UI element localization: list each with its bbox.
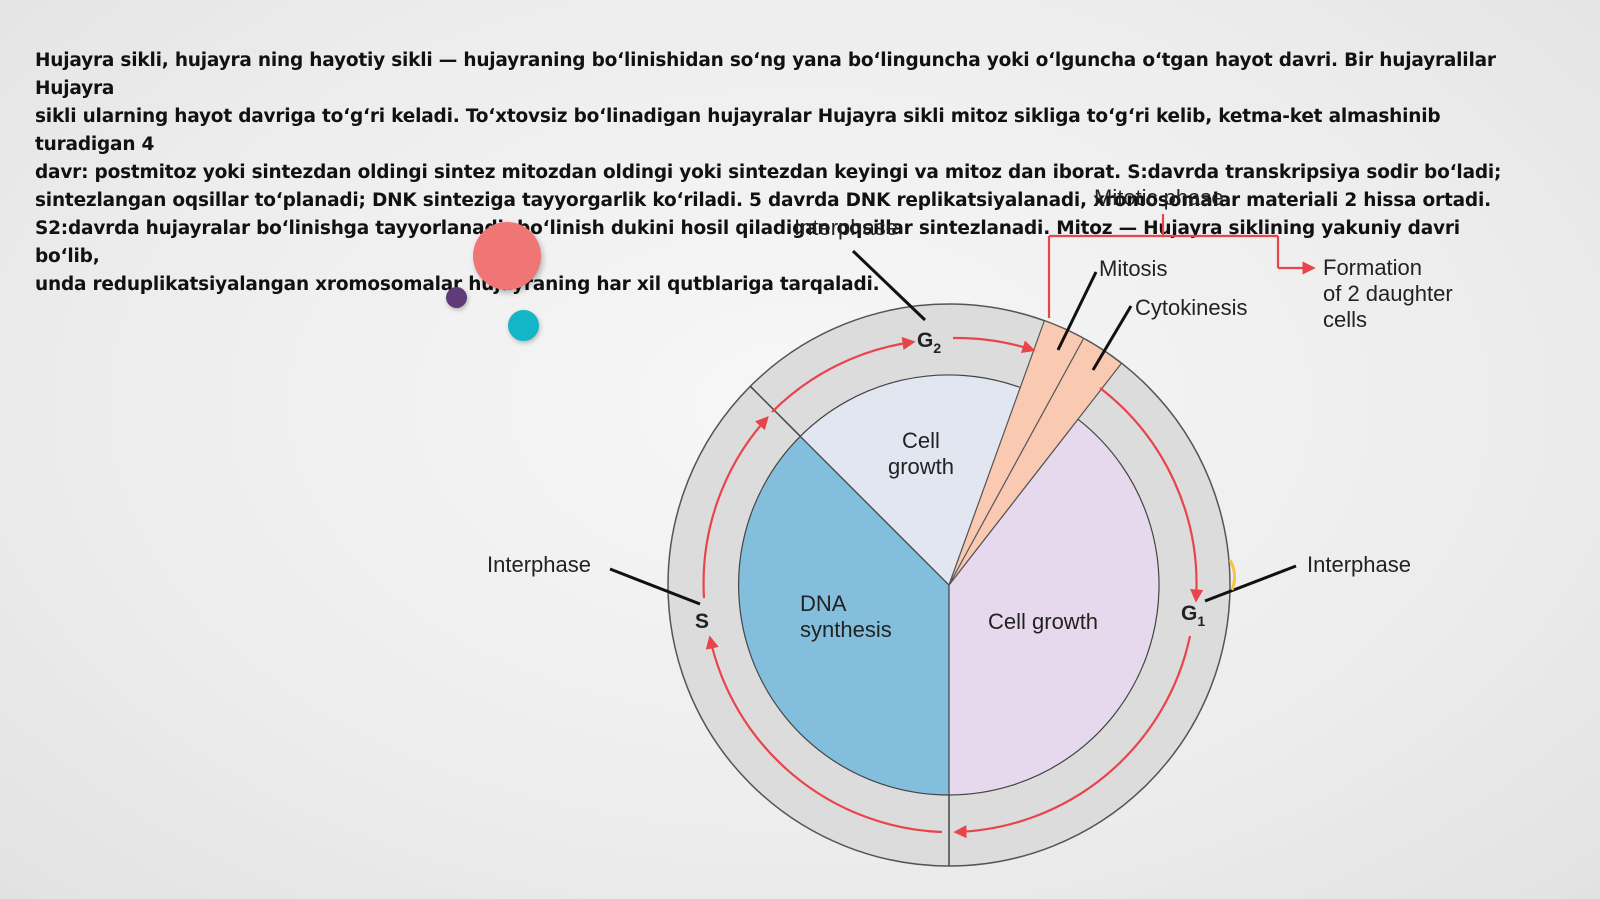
- label-interphase-left: Interphase: [487, 552, 591, 577]
- label-dna-line2: synthesis: [800, 617, 892, 642]
- mitotic-phase-wedge: [948, 319, 1123, 586]
- arrow-s-to-g2: [702, 416, 769, 599]
- mitosis-cytokinesis-divider: [948, 338, 1084, 586]
- arrow-g2-to-mitosis: [952, 336, 1036, 354]
- g2-subscript: 2: [933, 340, 941, 356]
- leader-mitosis: [1056, 271, 1098, 351]
- decorative-red-circle: [473, 222, 541, 290]
- paragraph-line: unda reduplikatsiyalangan xromosomalar h…: [35, 274, 880, 295]
- label-formation-line3: cells: [1323, 307, 1367, 332]
- arrow-to-g1: [1099, 387, 1204, 603]
- label-formation-line1: Formation: [1323, 255, 1422, 280]
- label-g1: G1: [1181, 602, 1205, 629]
- g2-letter: G: [917, 329, 933, 352]
- cycle-arrows: [702, 336, 1204, 839]
- leader-interphase-right: [1204, 564, 1297, 603]
- decorative-purple-circle: [446, 287, 467, 308]
- g1-letter: G: [1181, 602, 1197, 625]
- label-g2: G2: [917, 329, 941, 356]
- label-interphase-top: Interphase: [794, 215, 898, 240]
- paragraph-line: sintezlangan oqsillar toʻplanadi; DNK si…: [35, 190, 1491, 211]
- label-cell-growth-right: Cell growth: [988, 609, 1098, 634]
- arrow-g1-bottom: [953, 635, 1192, 839]
- label-mitotic-phase: Mitotic phase: [1094, 185, 1224, 210]
- label-interphase-right: Interphase: [1307, 552, 1411, 577]
- cell-growth-g1-sector: [948, 418, 1160, 796]
- cell-growth-g2-sector: [799, 374, 1022, 587]
- ring-accent-mark: [1228, 559, 1237, 591]
- label-mitosis: Mitosis: [1099, 256, 1167, 281]
- paragraph-line: S2:davrda hujayralar boʻlinishga tayyorl…: [35, 218, 1460, 267]
- leader-interphase-top: [851, 249, 927, 322]
- label-cytokinesis: Cytokinesis: [1135, 295, 1247, 320]
- s-g2-divider: [749, 385, 801, 437]
- label-cell-growth-top-line1: Cell: [902, 428, 940, 453]
- leader-interphase-left: [609, 567, 701, 606]
- decorative-teal-circle: [508, 310, 539, 341]
- paragraph-line: Hujayra sikli, hujayra ning hayotiy sikl…: [35, 50, 1496, 99]
- paragraph-line: sikli ularning hayot davriga toʻgʻri kel…: [35, 106, 1441, 155]
- slide-paragraph: Hujayra sikli, hujayra ning hayotiy sikl…: [35, 47, 1525, 299]
- arrow-bottom-to-s: [705, 635, 943, 834]
- leader-lines: [609, 249, 1297, 606]
- g1-subscript: 1: [1197, 613, 1205, 629]
- dna-synthesis-sector: [737, 435, 950, 796]
- mitotic-phase-bracket: [1047, 214, 1316, 318]
- label-s: S: [695, 610, 709, 633]
- label-cell-growth-top-line2: growth: [888, 454, 954, 479]
- label-dna-line1: DNA: [800, 591, 847, 616]
- label-formation-line2: of 2 daughter: [1323, 281, 1453, 306]
- arrow-into-g2: [771, 336, 916, 413]
- leader-cytokinesis: [1091, 305, 1133, 371]
- paragraph-line: davr: postmitoz yoki sintezdan oldingi s…: [35, 162, 1502, 183]
